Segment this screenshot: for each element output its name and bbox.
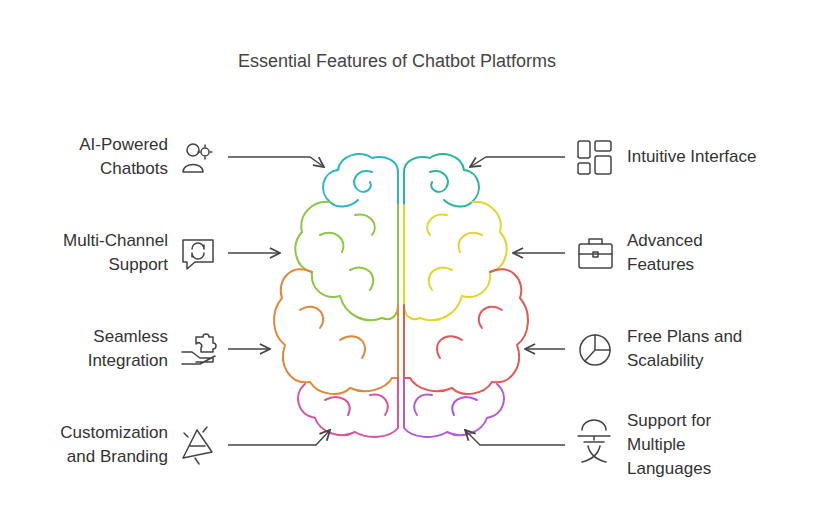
feature-slot: AI-Powered Chatbots — [28, 133, 168, 181]
feature-label: Free Plans and Scalability — [627, 325, 757, 373]
feature-slot: Multi-Channel Support — [28, 229, 168, 277]
feature-slot: Advanced Features — [627, 229, 757, 277]
integration-icon — [182, 334, 216, 364]
feature-slot: Support for Multiple Languages — [627, 409, 757, 481]
feature-label: Advanced Features — [627, 229, 757, 277]
chat-icon — [183, 240, 213, 269]
ai-icon — [183, 144, 212, 172]
feature-label: Seamless Integration — [28, 325, 168, 373]
feature-slot: Intuitive Interface — [627, 145, 802, 169]
briefcase-icon — [579, 239, 612, 268]
diagram-title: Essential Features of Chatbot Platforms — [0, 49, 794, 73]
pie-icon — [580, 335, 610, 365]
interface-icon — [578, 141, 611, 174]
feature-label: Customization and Branding — [28, 421, 168, 469]
feature-label: Multi-Channel Support — [28, 229, 168, 277]
feature-slot: Customization and Branding — [28, 421, 168, 469]
feature-label: Support for Multiple Languages — [627, 409, 757, 481]
feature-slot: Seamless Integration — [28, 325, 168, 373]
icons — [182, 141, 612, 464]
branding-icon — [183, 427, 212, 464]
title-slot: Essential Features of Chatbot Platforms — [0, 49, 794, 73]
feature-label: Intuitive Interface — [627, 145, 802, 169]
language-icon — [578, 420, 610, 462]
right-hemisphere — [404, 154, 528, 437]
left-hemisphere — [274, 154, 398, 437]
feature-slot: Free Plans and Scalability — [627, 325, 757, 373]
leader-arrows — [228, 157, 565, 445]
feature-label: AI-Powered Chatbots — [28, 133, 168, 181]
